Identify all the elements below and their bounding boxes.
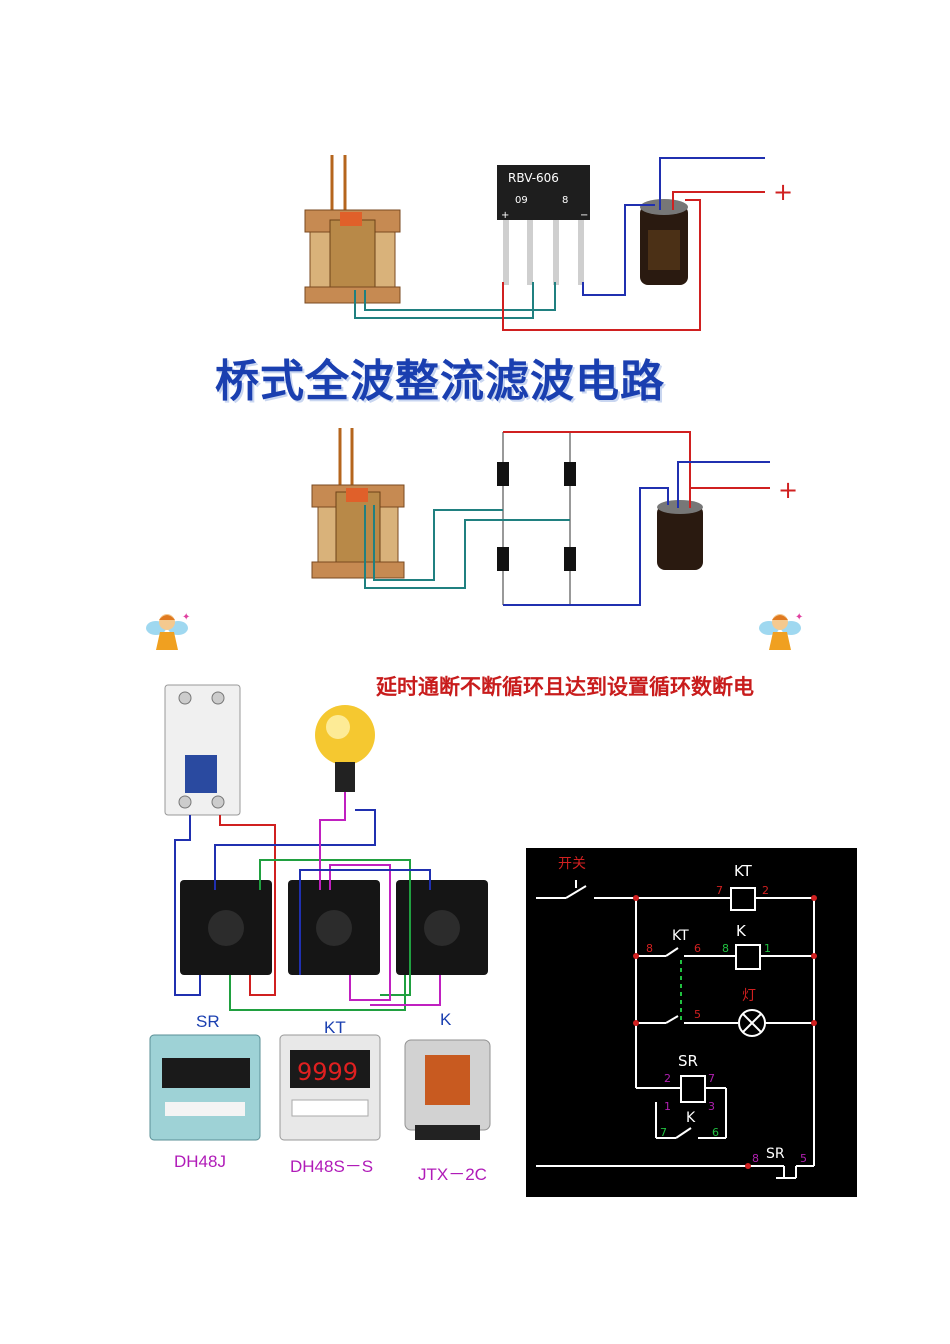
bridge-title: 桥式全波整流滤波电路 (215, 356, 665, 407)
pin-sr3: 3 (708, 1100, 715, 1113)
pin-sr2: 2 (664, 1072, 671, 1085)
pin-sr7: 7 (708, 1072, 715, 1085)
fairy-icon-right: ✦ (759, 612, 803, 650)
kt-contact-label: KT (672, 928, 689, 944)
capacitor-2 (657, 500, 703, 570)
circuit-breaker (164, 684, 241, 816)
rectifier-label: RBV-606 (508, 171, 559, 185)
jtx-relay (404, 1039, 491, 1140)
bridge-module-diagram: RBV-606 09 8 + − + (304, 155, 793, 331)
relay-socket-1 (180, 880, 272, 975)
pin-kt2: 2 (762, 884, 769, 897)
switch-label: 开关 (558, 856, 586, 872)
dc-plus-sign-2: + (778, 476, 798, 504)
pin-k6: 6 (712, 1126, 719, 1139)
pin-k7: 7 (660, 1126, 667, 1139)
transformer-1 (304, 155, 401, 304)
dh48j-counter (149, 1034, 261, 1141)
k-contact-label: K (686, 1110, 696, 1126)
pin-sr1: 1 (664, 1100, 671, 1113)
product-top-label-k: K (440, 1010, 452, 1029)
product-label-jtx: JTX－2C (418, 1165, 487, 1184)
product-photos: 9999 (149, 1034, 491, 1141)
lamp-label: 灯 (742, 988, 756, 1004)
product-top-label-sr: SR (196, 1012, 220, 1031)
diode-bridge (497, 432, 576, 605)
fairy-icon-left: ✦ (146, 612, 190, 650)
svg-text:✦: ✦ (795, 612, 803, 623)
product-label-dh48s: DH48S－S (290, 1157, 374, 1176)
sr-coil-label: SR (678, 1052, 698, 1070)
diode-bridge-diagram: + (311, 428, 798, 606)
capacitor-1 (640, 199, 688, 285)
kt-coil-label: KT (734, 862, 753, 880)
light-bulb (315, 705, 375, 792)
pin-ktc6: 6 (694, 942, 701, 955)
rbv-rectifier: RBV-606 09 8 + − (497, 165, 590, 285)
sr-contact-label: SR (766, 1146, 785, 1162)
rectifier-code-b: 8 (562, 195, 568, 206)
relay-socket-3 (396, 880, 488, 975)
timer-display: 9999 (297, 1058, 358, 1086)
pin-src5: 5 (800, 1152, 807, 1165)
dc-plus-sign-1: + (773, 178, 793, 206)
k-coil-label: K (736, 922, 747, 940)
transformer-2 (311, 428, 405, 579)
product-top-label-kt: KT (324, 1018, 346, 1037)
pin-kt7: 7 (716, 884, 723, 897)
pin-ktc8: 8 (646, 942, 653, 955)
relay-socket-2 (288, 880, 380, 975)
rectifier-plus: + (501, 210, 509, 221)
rectifier-minus: − (580, 210, 588, 221)
pin-k1: 1 (764, 942, 771, 955)
cycle-title: 延时通断不断循环且达到设置循环数断电 (376, 675, 754, 699)
relay-wiring-diagram (164, 684, 488, 1011)
dh48s-timer: 9999 (279, 1034, 381, 1141)
pin-ktc5: 5 (694, 1008, 701, 1021)
pin-k8: 8 (722, 942, 729, 955)
pin-src8: 8 (752, 1152, 759, 1165)
product-label-dh48j: DH48J (174, 1152, 226, 1171)
rectifier-code-a: 09 (515, 195, 528, 206)
svg-text:✦: ✦ (182, 612, 190, 623)
ladder-schematic: 开关 KT 7 2 K 8 1 KT 8 6 5 灯 SR 2 7 1 3 K … (526, 848, 857, 1197)
